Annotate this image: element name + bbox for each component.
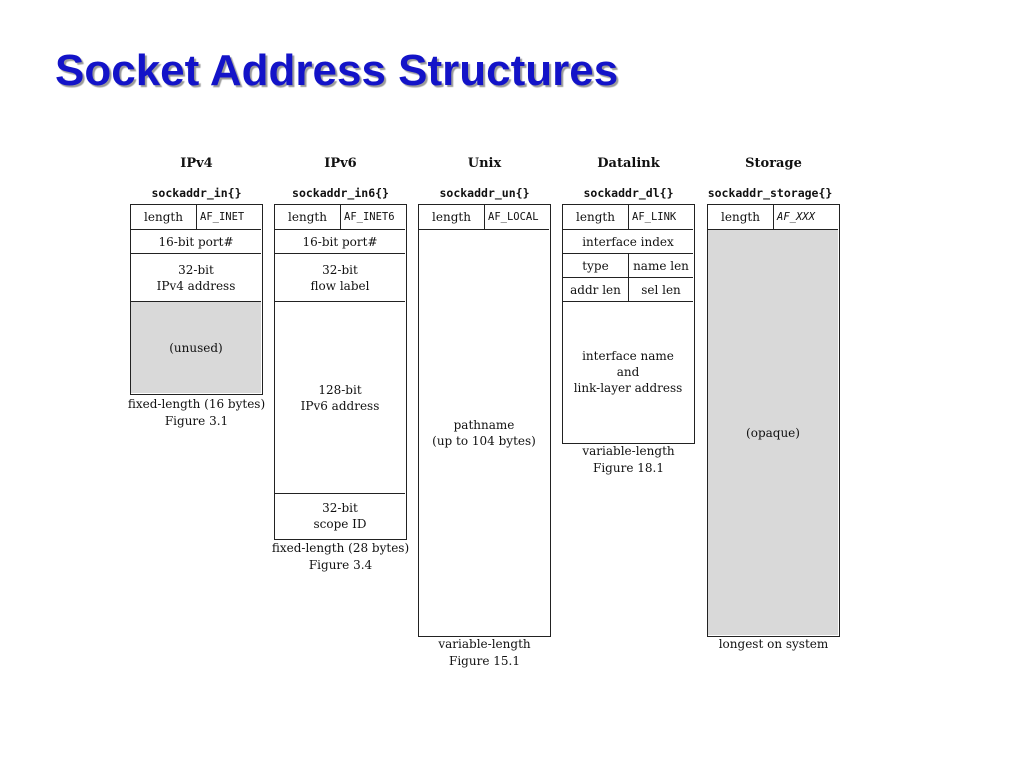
datalink-interface-index-cell: interface index [563,229,693,253]
storage-struct-box: length AF_XXX (opaque) [707,204,840,637]
ipv6-scope-id-cell: 32-bit scope ID [275,493,405,538]
unix-pathname-cell: pathname (up to 104 bytes) [419,229,549,635]
storage-struct-name: sockaddr_storage{} [707,186,833,200]
datalink-sel-len-cell: sel len [629,277,693,301]
datalink-length-cell: length [563,205,629,229]
datalink-heading: Datalink [597,156,660,171]
unix-family-cell: AF_LOCAL [488,211,539,223]
slide-title: Socket Address Structures [55,46,619,95]
ipv6-port-cell: 16-bit port# [275,229,405,253]
ipv4-unused-cell: (unused) [131,301,261,393]
ipv6-struct-name: sockaddr_in6{} [292,186,389,200]
unix-length-cell: length [419,205,485,229]
ipv4-struct-box: length AF_INET 16-bit port# 32-bit IPv4 … [130,204,263,395]
storage-opaque-cell: (opaque) [708,229,838,635]
ipv4-length-cell: length [131,205,197,229]
ipv6-address-cell: 128-bit IPv6 address [275,301,405,493]
ipv6-struct-box: length AF_INET6 16-bit port# 32-bit flow… [274,204,407,540]
ipv6-flow-label-cell: 32-bit flow label [275,253,405,301]
unix-struct-box: length AF_LOCAL pathname (up to 104 byte… [418,204,551,637]
ipv4-caption: fixed-length (16 bytes) Figure 3.1 [127,397,266,428]
ipv4-struct-name: sockaddr_in{} [151,186,242,200]
unix-heading: Unix [467,156,502,171]
ipv4-family-cell: AF_INET [200,211,245,223]
datalink-addr-len-cell: addr len [563,277,629,301]
ipv6-length-cell: length [275,205,341,229]
storage-length-cell: length [708,205,774,229]
unix-struct-name: sockaddr_un{} [439,186,530,200]
ipv6-family-cell: AF_INET6 [344,211,395,223]
datalink-name-len-cell: name len [629,253,693,277]
storage-caption: longest on system [718,637,829,651]
datalink-type-cell: type [563,253,629,277]
ipv6-heading: IPv6 [324,156,357,171]
ipv4-address-cell: 32-bit IPv4 address [131,253,261,301]
ipv4-port-cell: 16-bit port# [131,229,261,253]
ipv4-heading: IPv4 [180,156,213,171]
storage-family-cell: AF_XXX [777,211,815,223]
ipv6-caption: fixed-length (28 bytes) Figure 3.4 [271,541,410,572]
datalink-struct-box: length AF_LINK interface index type name… [562,204,695,444]
datalink-caption: variable-length Figure 18.1 [582,444,675,475]
datalink-family-cell: AF_LINK [632,211,677,223]
datalink-struct-name: sockaddr_dl{} [583,186,674,200]
datalink-name-address-cell: interface name and link-layer address [563,301,693,442]
storage-heading: Storage [745,156,802,171]
unix-caption: variable-length Figure 15.1 [438,637,531,668]
